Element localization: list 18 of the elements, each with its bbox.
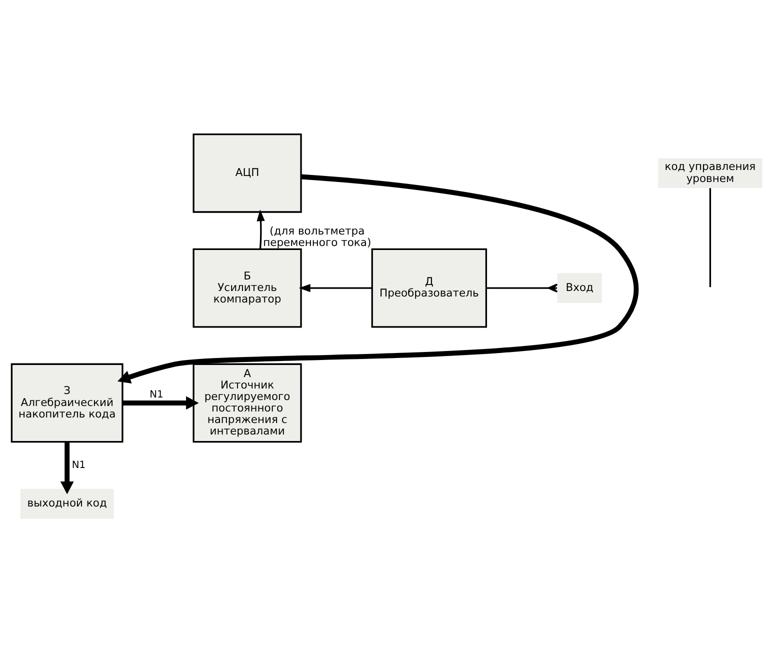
arrow [298, 284, 372, 292]
edge-label: N1 [72, 459, 86, 470]
connector [486, 283, 558, 292]
node-box: Б Усилитель компаратор [192, 248, 302, 328]
node-box: З Алгебраический накопитель кода [10, 362, 124, 442]
node-box: А Источник регулируемого постоянного напряжения с интервалами [192, 362, 302, 442]
arrow [256, 209, 265, 249]
node-box: код управления уровнем [658, 158, 762, 188]
connector [709, 188, 712, 287]
arrow [60, 441, 74, 494]
node-box: выходной код [20, 488, 114, 518]
node-label: (для вольтметра переменного тока) [263, 224, 372, 249]
node-box: Д Преобразователь [371, 248, 488, 328]
node-box: АЦП [192, 132, 302, 212]
arrow [122, 396, 199, 410]
node-box: Вход [557, 272, 602, 302]
edge-label: N1 [150, 389, 164, 400]
arrow [117, 174, 639, 383]
